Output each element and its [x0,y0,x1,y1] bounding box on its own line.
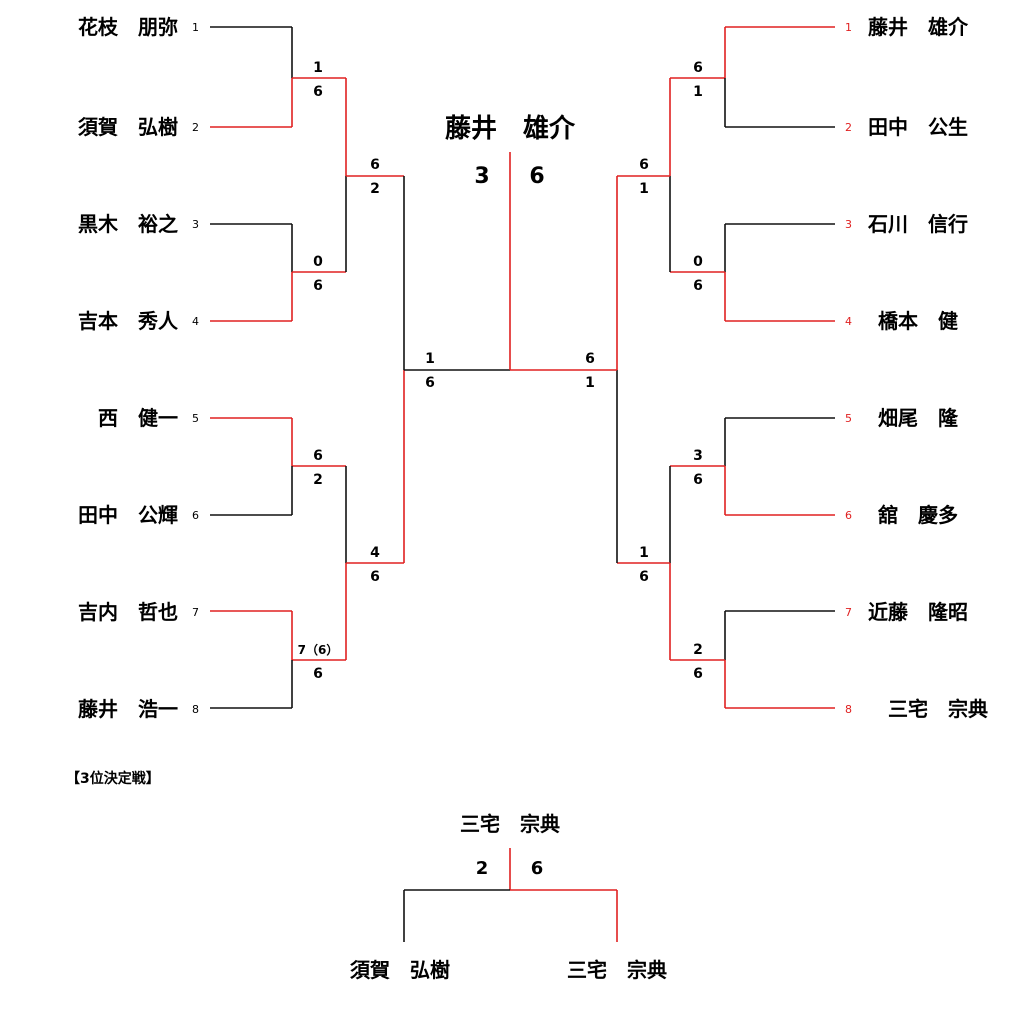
match-score: 1 [313,60,323,76]
left-player-name: 吉内 哲也 [78,600,178,624]
champion-name: 藤井 雄介 [445,114,576,144]
left-player-seed: 4 [192,315,199,328]
left-player-name: 吉本 秀人 [78,309,179,333]
right-player-list: 1 藤井 雄介 2 田中 公生 3 石川 信行 4 橋本 健 5 畑尾 隆 6 … [845,15,988,721]
match-score: 2 [313,472,323,488]
left-player-name: 黒木 裕之 [78,212,178,236]
right-player-name: 田中 公生 [868,115,968,139]
match-score: 6 [693,60,703,76]
final-score-right: 6 [529,164,544,189]
match-score: 1 [639,545,649,561]
bracket-lines [210,26,835,942]
right-player-name: 畑尾 隆 [878,406,959,430]
right-player-seed: 5 [845,412,852,425]
match-score: 6 [693,472,703,488]
match-score: 0 [693,254,703,270]
third-place-score-right: 6 [531,858,544,879]
third-place-match: 【3位決定戦】 三宅 宗典 2 6 須賀 弘樹 三宅 宗典 [66,770,667,982]
right-scores: 6 1 0 6 3 6 2 6 6 1 1 6 6 1 [585,60,703,682]
right-player-seed: 8 [845,703,852,716]
left-player-seed: 3 [192,218,199,231]
final-score-left: 3 [474,164,489,189]
match-score: 4 [370,545,380,561]
match-score: 1 [693,84,703,100]
left-player-seed: 6 [192,509,199,522]
right-player-seed: 3 [845,218,852,231]
third-place-score-left: 2 [476,858,489,879]
left-player-seed: 1 [192,21,199,34]
match-score: 7（6） [298,642,339,657]
right-player-seed: 6 [845,509,852,522]
match-score: 2 [693,642,703,658]
match-score: 6 [370,569,380,585]
third-place-heading: 【3位決定戦】 [66,770,160,787]
right-player-seed: 7 [845,606,852,619]
right-player-name: 藤井 雄介 [867,15,969,39]
left-player-name: 須賀 弘樹 [78,115,178,139]
right-player-name: 近藤 隆昭 [868,600,968,624]
right-player-name: 橋本 健 [878,309,958,333]
left-player-name: 西 健一 [98,406,178,430]
match-score: 6 [425,375,435,391]
left-player-name: 藤井 浩一 [77,697,178,721]
match-score: 2 [370,181,380,197]
match-score: 6 [639,569,649,585]
match-score: 1 [585,375,595,391]
match-score: 6 [693,278,703,294]
left-player-seed: 2 [192,121,199,134]
match-score: 6 [585,351,595,367]
match-score: 6 [313,84,323,100]
right-player-seed: 2 [845,121,852,134]
right-player-seed: 1 [845,21,852,34]
match-score: 6 [313,278,323,294]
match-score: 3 [693,448,703,464]
left-player-seed: 5 [192,412,199,425]
right-player-seed: 4 [845,315,852,328]
match-score: 6 [370,157,380,173]
match-score: 6 [313,448,323,464]
final-match: 藤井 雄介 3 6 [445,114,576,189]
third-place-player-right: 三宅 宗典 [567,958,667,982]
left-player-seed: 7 [192,606,199,619]
left-player-name: 花枝 朋弥 [78,15,178,39]
right-player-name: 石川 信行 [867,212,968,236]
right-player-name: 舘 慶多 [877,503,958,527]
match-score: 1 [425,351,435,367]
left-player-list: 花枝 朋弥 1 須賀 弘樹 2 黒木 裕之 3 吉本 秀人 4 西 健一 5 田… [77,15,199,721]
third-place-player-left: 須賀 弘樹 [350,958,450,982]
match-score: 6 [693,666,703,682]
match-score: 6 [639,157,649,173]
match-score: 0 [313,254,323,270]
third-place-winner: 三宅 宗典 [460,812,560,836]
match-score: 6 [313,666,323,682]
match-score: 1 [639,181,649,197]
left-player-name: 田中 公輝 [78,503,178,527]
left-player-seed: 8 [192,703,199,716]
left-scores: 1 6 0 6 6 2 7（6） 6 6 2 4 6 1 6 [298,60,435,682]
right-player-name: 三宅 宗典 [888,697,988,721]
